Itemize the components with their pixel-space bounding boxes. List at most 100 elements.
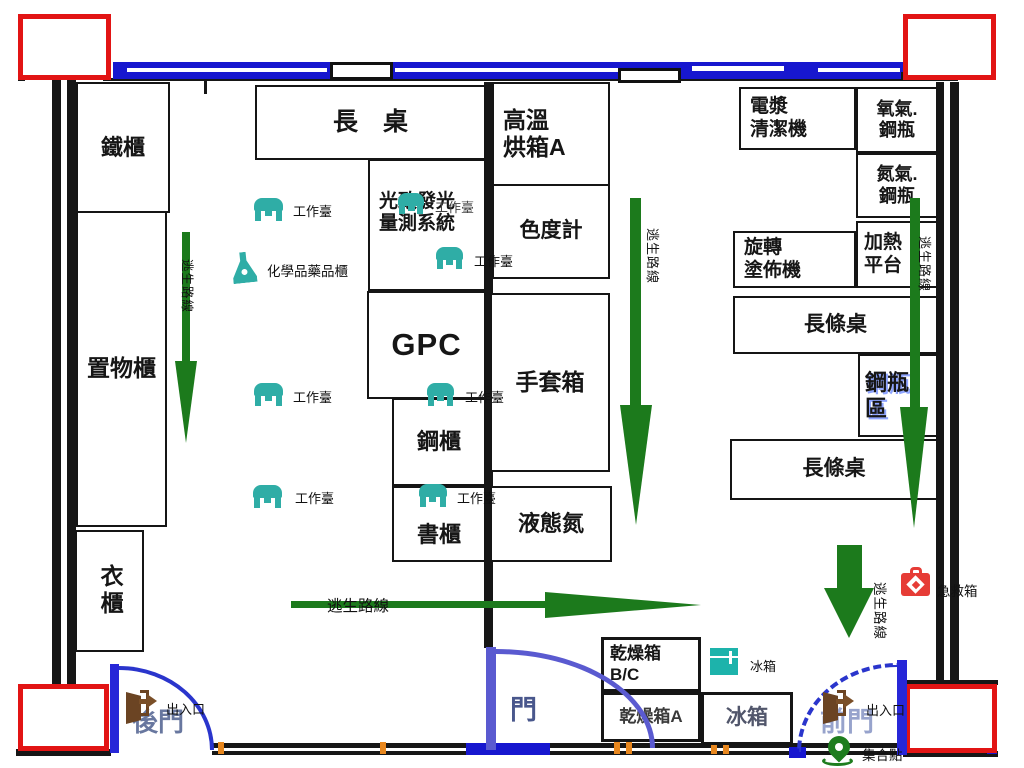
first-aid-icon — [901, 567, 931, 597]
corner-window-bottom-left — [18, 684, 109, 751]
escape-arrow-middle-body — [630, 198, 641, 407]
room-label: 烘箱A — [503, 134, 566, 160]
room-long-table: 長 桌 — [255, 85, 486, 160]
room-drying-box-bc: 乾燥箱 B/C — [601, 637, 701, 692]
room-storage-cabinet: 置物櫃 — [76, 211, 167, 527]
room-label: 清潔機 — [750, 118, 808, 140]
back-door-leaf — [110, 664, 119, 753]
first-aid-label: 急救箱 — [937, 584, 978, 599]
room-liquid-nitrogen: 液態氮 — [490, 486, 612, 562]
room-label: 書櫃 — [416, 522, 461, 548]
corner-window-top-right — [903, 14, 996, 80]
workbench-label: 工作臺 — [457, 491, 497, 506]
workbench-icon — [254, 198, 283, 221]
front-door-leaf — [897, 660, 907, 755]
room-iron-cabinet: 鐵櫃 — [76, 82, 170, 213]
room-label: B/C — [610, 664, 640, 684]
bottom-wall-line2 — [212, 751, 905, 755]
room-spin-coater: 旋轉 塗佈機 — [733, 231, 856, 288]
room-label: 手套箱 — [515, 368, 585, 395]
room-label: 鐵櫃 — [100, 134, 145, 160]
room-label: 鋼瓶 — [879, 185, 915, 206]
workbench-icon — [419, 484, 447, 507]
room-pl-measurement-system: 光致發光 量測系統 — [368, 159, 486, 291]
workbench-label: 工作臺 — [474, 254, 514, 269]
front-door-stop — [789, 747, 806, 758]
escape-arrow-exit-body — [837, 545, 862, 589]
fridge-icon — [710, 648, 738, 675]
room-label: 鋼瓶 — [865, 369, 910, 395]
exit-door-icon — [126, 690, 158, 725]
workbench-label: 工作臺 — [295, 491, 335, 506]
fridge-icon-label: 冰箱 — [750, 659, 777, 674]
wall-marker — [723, 742, 729, 754]
wall-marker — [218, 742, 224, 754]
escape-route-label: 逃生路線 — [872, 582, 887, 640]
room-glove-box: 手套箱 — [490, 293, 610, 472]
wall-marker — [626, 742, 632, 754]
chemical-cabinet-label: 化學品藥品櫃 — [267, 264, 348, 279]
workbench-label: 工作臺 — [293, 204, 333, 219]
escape-route-label: 逃生路線 — [645, 228, 660, 285]
room-label: 液態氮 — [517, 511, 584, 537]
room-label: 氧氣. — [876, 98, 918, 119]
room-label: 氮氣. — [876, 164, 918, 185]
escape-route-label: 逃生路線 — [327, 598, 390, 615]
escape-arrow-exit-head — [824, 588, 874, 638]
corner-window-top-left — [18, 14, 111, 80]
room-nitrogen-cylinder: 氮氣. 鋼瓶 — [856, 153, 938, 218]
window-slit — [692, 66, 784, 71]
assembly-point-base — [822, 756, 853, 766]
left-wall-outer — [52, 80, 61, 685]
room-label: 乾燥箱 — [610, 644, 661, 664]
escape-arrow-horizontal-head — [545, 592, 701, 618]
escape-arrow-left-head — [175, 361, 197, 443]
room-label: 冰箱 — [726, 706, 768, 730]
window-slit — [818, 68, 900, 72]
center-wall — [484, 82, 493, 648]
room-label: 鋼瓶 — [879, 120, 915, 140]
room-label: 長 桌 — [332, 107, 408, 136]
room-oxygen-cylinder: 氧氣. 鋼瓶 — [856, 87, 938, 153]
room-strip-table-upper: 長條桌 — [733, 296, 938, 354]
room-high-temp-oven-a: 高溫 烘箱A — [492, 82, 610, 186]
corner-window-bottom-right — [905, 684, 997, 753]
escape-arrow-left-body — [182, 232, 190, 363]
window-slit — [127, 68, 327, 72]
room-heating-platform: 加熱 平台 — [856, 221, 938, 288]
workbench-icon — [254, 383, 283, 406]
room-gpc: GPC — [367, 291, 486, 399]
window-slit — [395, 68, 637, 72]
room-label: 高溫 — [503, 106, 549, 133]
room-label: 長條桌 — [802, 457, 866, 481]
room-label: 旋轉 — [744, 237, 783, 259]
wall-marker — [711, 742, 717, 754]
room-label: 鋼櫃 — [416, 429, 461, 455]
room-plasma-cleaner: 電漿 清潔機 — [739, 87, 856, 150]
escape-arrow-middle-head — [620, 405, 652, 525]
room-wardrobe: 衣櫃 — [75, 530, 144, 652]
room-colorimeter: 色度計 — [492, 184, 610, 279]
right-wall-outer — [950, 82, 959, 683]
escape-arrow-right-head — [900, 407, 928, 528]
workbench-label: 工作臺 — [435, 200, 475, 215]
entrance-exit-label: 出入口 — [866, 703, 906, 718]
assembly-point-label: 集合點 — [862, 748, 903, 763]
workbench-label: 工作臺 — [465, 390, 505, 405]
exit-door-icon — [823, 690, 855, 725]
wall-marker — [380, 742, 386, 754]
room-label: 塗佈機 — [744, 259, 802, 281]
left-wall-inner — [67, 80, 76, 685]
room-label: 長條桌 — [804, 312, 867, 336]
room-label: 衣櫃 — [97, 564, 124, 618]
room-label: 加熱 — [864, 232, 903, 254]
window-box — [618, 68, 681, 83]
room-label: GPC — [391, 326, 462, 362]
corner-mark — [903, 680, 998, 685]
window-box — [330, 62, 393, 80]
escape-arrow-right-body — [910, 198, 920, 409]
wall-stub — [204, 80, 207, 94]
room-fridge: 冰箱 — [701, 692, 793, 745]
middle-door-leaf — [486, 647, 496, 750]
